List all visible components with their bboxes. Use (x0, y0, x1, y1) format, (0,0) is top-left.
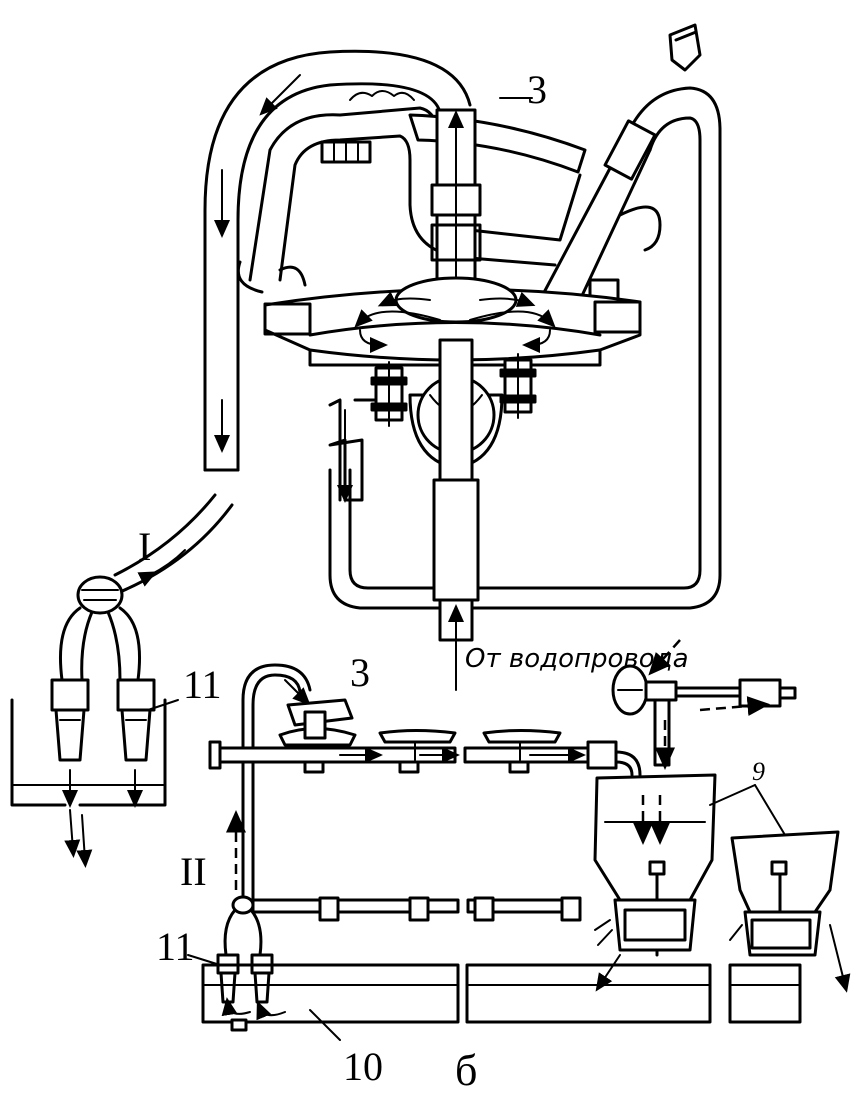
milk-tank-second (729, 830, 851, 993)
tank-left-wall (10, 698, 67, 807)
label-variant-I: I (138, 524, 151, 569)
return-hose-inner (236, 82, 442, 472)
mount-bolt-right (499, 353, 537, 419)
milk-tank-main (593, 773, 717, 992)
spray-nozzle (668, 23, 702, 72)
teat-cup-right (116, 678, 156, 762)
panel-letter: б (455, 1046, 477, 1095)
wash-trough-left (201, 963, 460, 1024)
inlet-pipe-lower (432, 478, 480, 602)
leader-10 (309, 1009, 341, 1041)
washing-head-assembly (203, 23, 722, 691)
return-hose-outer (203, 49, 472, 472)
label-part-9: 9 (752, 757, 765, 786)
wash-trough-middle (465, 963, 712, 1024)
variant-I-assembly (10, 493, 234, 868)
teat-cup-left (50, 678, 90, 762)
inlet-pipe-upper (438, 338, 474, 482)
label-part-3-bottom: 3 (350, 650, 370, 695)
label-variant-II: II (180, 849, 207, 894)
label-part-11-bottom: 11 (156, 924, 195, 969)
label-part-3-top: 3 (527, 67, 547, 112)
wash-trough-right (728, 963, 802, 1024)
variant-II-system (187, 639, 851, 1041)
mount-bolt-left (370, 361, 408, 427)
label-part-11-left: 11 (183, 662, 222, 707)
washing-bowl (263, 287, 642, 362)
label-part-10: 10 (343, 1044, 383, 1089)
label-water-supply: От водопровода (465, 644, 689, 674)
vacuum-valve (611, 639, 797, 770)
washing-head-small (278, 698, 357, 747)
collector (76, 575, 124, 615)
